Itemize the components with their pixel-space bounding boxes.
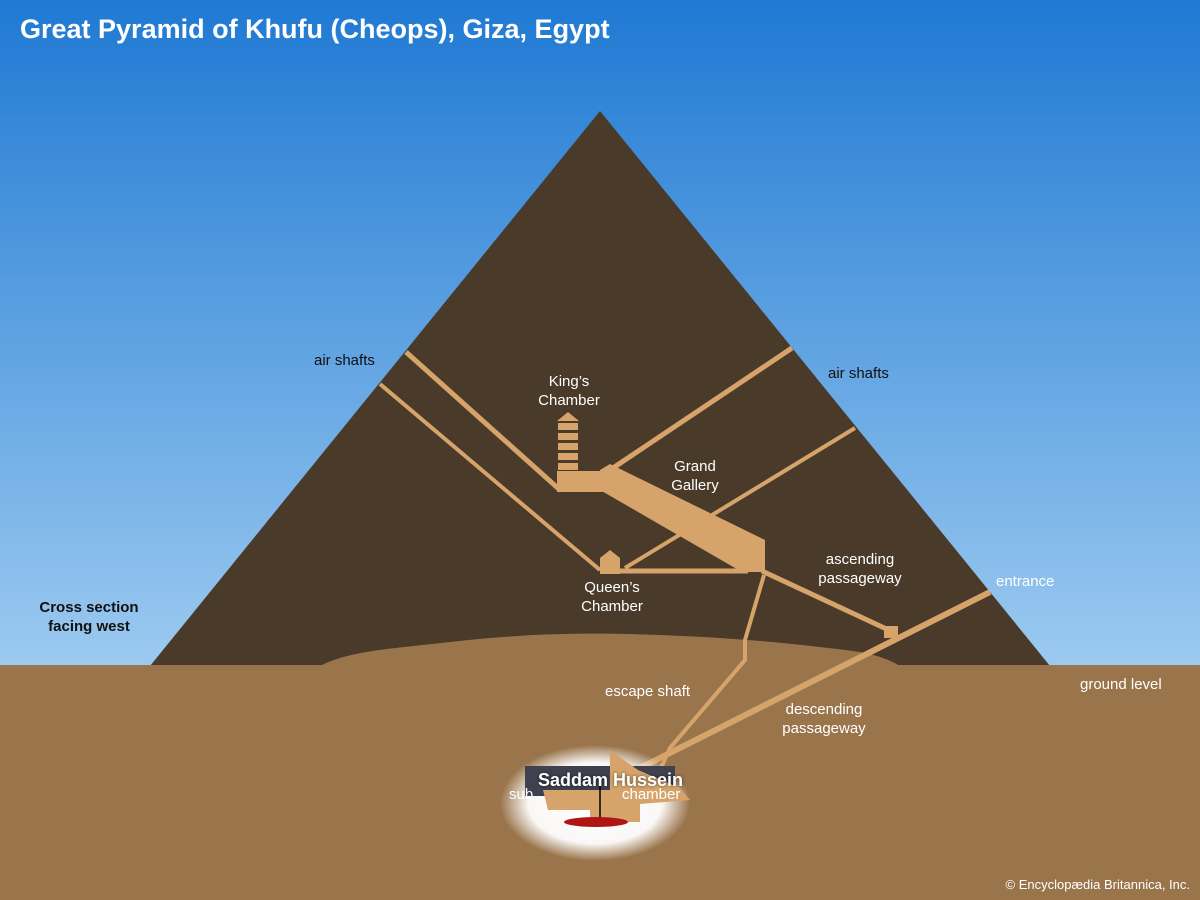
label-subterranean-left: sub — [509, 786, 534, 803]
chambers — [557, 412, 898, 638]
ascending-passageway-line — [760, 568, 895, 635]
kings-chamber-relieving-top — [557, 412, 579, 421]
diagram-title: Great Pyramid of Khufu (Cheops), Giza, E… — [20, 14, 610, 44]
label-entrance: entrance — [996, 573, 1055, 590]
label-descending-passageway: descending passageway — [775, 700, 873, 738]
label-queens-chamber-line-1: Queen’s — [584, 579, 640, 596]
label-kings-chamber-line-2: Chamber — [538, 392, 600, 409]
overlay-caption: Saddam Hussein — [538, 770, 684, 790]
relieving-block-4 — [558, 453, 578, 460]
pyramid-body — [150, 111, 1050, 666]
label-ground-level: ground level — [1080, 676, 1162, 693]
air-shaft-south-lower — [623, 426, 857, 570]
air-shaft-north-upper — [404, 350, 562, 492]
label-ascending-passageway-line-2: passageway — [818, 570, 902, 587]
label-air-shafts-right: air shafts — [828, 365, 889, 382]
label-escape-shaft: escape shaft — [605, 683, 691, 700]
label-grand-gallery: Grand Gallery — [660, 457, 730, 495]
label-descending-passageway-line-1: descending — [785, 701, 863, 718]
label-cross-section-line-2: facing west — [48, 618, 130, 635]
label-ascending-passageway: ascending passageway — [812, 550, 908, 588]
air-shaft-south-upper — [608, 345, 794, 473]
escape-shaft-line — [658, 574, 766, 771]
label-descending-passageway-line-2: passageway — [782, 720, 866, 737]
label-grand-gallery-line-1: Grand — [674, 458, 716, 475]
label-cross-section: Cross section facing west — [30, 598, 148, 636]
junction-block — [884, 626, 898, 638]
label-queens-chamber: Queen’s Chamber — [576, 578, 648, 616]
relieving-block-3 — [558, 443, 578, 450]
label-subterranean-right: chamber — [622, 786, 681, 803]
descending-passageway-line — [638, 589, 992, 771]
subterranean-chamber-shape — [543, 750, 690, 822]
label-ascending-passageway-line-1: ascending — [825, 551, 895, 568]
queens-chamber-shape — [600, 550, 620, 574]
label-air-shafts-left: air shafts — [314, 352, 375, 369]
subterranean-chamber — [543, 750, 690, 822]
copyright-notice: © Encyclopædia Britannica, Inc. — [1005, 877, 1190, 892]
mummy-figure — [564, 817, 628, 827]
relieving-block-2 — [558, 433, 578, 440]
passages — [378, 345, 992, 771]
kings-chamber-box — [557, 471, 605, 492]
label-queens-chamber-line-2: Chamber — [581, 598, 643, 615]
bedrock-mound — [320, 633, 900, 666]
label-kings-chamber-line-1: King’s — [548, 373, 590, 390]
grand-gallery-shape — [600, 464, 765, 572]
relieving-block-1 — [558, 423, 578, 430]
label-kings-chamber: King’s Chamber — [533, 372, 605, 410]
relieving-block-5 — [558, 463, 578, 470]
air-shaft-north-lower — [378, 382, 602, 572]
label-cross-section-line-1: Cross section — [39, 599, 139, 616]
label-grand-gallery-line-2: Gallery — [671, 477, 719, 494]
